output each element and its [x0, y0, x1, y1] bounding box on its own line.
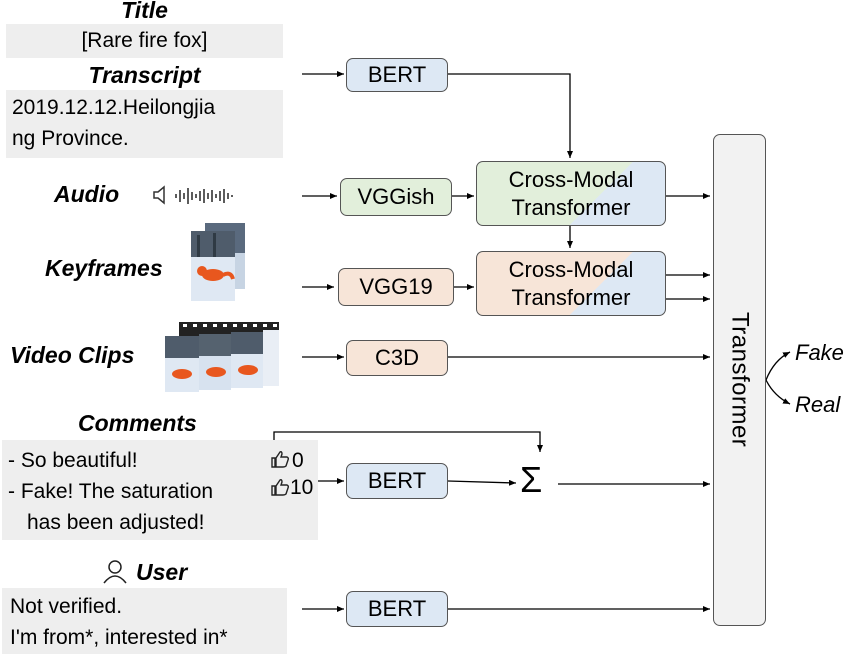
sum-symbol: Σ [520, 459, 543, 500]
cross-modal-transformer-1: Cross-Modal Transformer [476, 161, 666, 226]
cross-modal-2-line-a: Cross-Modal [508, 256, 634, 282]
transformer-box: Transformer [713, 134, 766, 626]
videoclips-image [165, 322, 279, 392]
cross-modal-2-line-b: Transformer [511, 284, 631, 310]
transcript-heading: Transcript [88, 62, 201, 88]
comments-box [2, 440, 318, 540]
arrow-transformer-real [765, 379, 791, 405]
audio-heading: Audio [54, 181, 120, 207]
c3d-box: C3D [346, 340, 448, 376]
bert-comments-box: BERT [346, 463, 448, 499]
user-heading: User [136, 559, 188, 585]
cross-modal-1-line-a: Cross-Modal [508, 166, 634, 192]
user-line-2: I'm from*, interested in* [10, 626, 228, 649]
transcript-box: 2019.12.12.Heilongjia ng Province. [6, 90, 283, 158]
transcript-line-1: 2019.12.12.Heilongjia [12, 96, 216, 119]
arrow-bert-sum [447, 479, 517, 486]
output-fake: Fake [795, 340, 844, 365]
comment-2-continued: has been adjusted! [27, 511, 205, 534]
output-real: Real [795, 392, 841, 417]
title-value: [Rare fire fox] [6, 24, 283, 58]
transcript-line-2: ng Province. [12, 127, 129, 150]
title-heading: Title [121, 0, 168, 23]
like-count-1: 0 [292, 449, 304, 472]
user-icon [103, 560, 127, 584]
arrow-transformer-fake [765, 351, 791, 381]
arrow-likes-sum [273, 431, 543, 452]
cross-modal-1-line-b: Transformer [511, 194, 631, 220]
speaker-icon [153, 185, 165, 205]
vgg19-box: VGG19 [338, 268, 454, 306]
vggish-box: VGGish [340, 178, 452, 216]
keyframes-image [191, 223, 245, 301]
comment-1: - So beautiful! [8, 449, 138, 472]
comment-2: - Fake! The saturation [8, 480, 214, 503]
comments-heading: Comments [78, 410, 197, 436]
like-count-2: 10 [290, 476, 314, 499]
arrow-bert-crossmodal1 [448, 73, 573, 158]
keyframes-heading: Keyframes [45, 255, 163, 281]
cross-modal-transformer-2: Cross-Modal Transformer [476, 251, 666, 316]
bert-transcript-box: BERT [346, 58, 448, 92]
user-line-1: Not verified. [10, 595, 123, 618]
thumbs-up-icon [271, 451, 290, 468]
user-box: Not verified. I'm from*, interested in* [2, 588, 287, 654]
thumbs-up-icon [271, 479, 290, 496]
waveform-icon [175, 188, 233, 204]
transformer-label: Transformer [726, 312, 754, 448]
videoclips-heading: Video Clips [10, 342, 135, 368]
bert-user-box: BERT [346, 591, 448, 627]
